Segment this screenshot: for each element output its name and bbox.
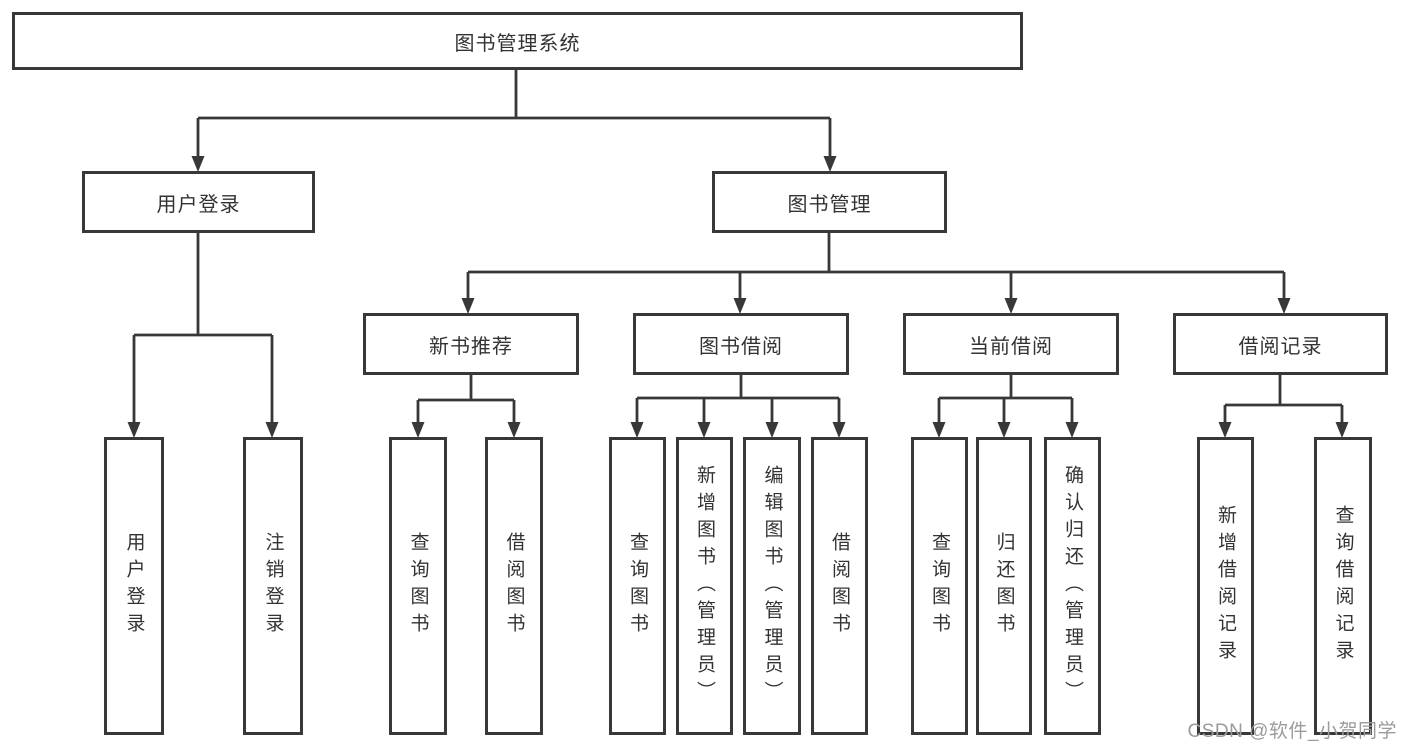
leaf-user-login: 用户登录 (104, 437, 164, 735)
node-label: 借阅记录 (1238, 335, 1323, 358)
arrowheads (127, 156, 1349, 438)
node-library-management-system: 图书管理系统 (12, 12, 1023, 70)
node-book-management: 图书管理 (712, 171, 947, 233)
node-label: 查询借阅记录 (1332, 505, 1354, 667)
node-label: 图书管理 (787, 193, 872, 216)
leaf-query-books-borrowing: 查询图书 (609, 437, 666, 735)
node-book-borrowing: 图书借阅 (633, 313, 849, 375)
node-label: 查询图书 (627, 532, 648, 640)
node-label: 借阅图书 (503, 532, 525, 640)
node-label: 归还图书 (993, 532, 1015, 640)
node-label: 图书借阅 (699, 335, 783, 358)
node-current-borrowing: 当前借阅 (903, 313, 1119, 375)
leaf-query-books-recommend: 查询图书 (389, 437, 447, 735)
node-new-book-recommend: 新书推荐 (363, 313, 579, 375)
node-label: 新书推荐 (429, 335, 513, 358)
node-label: 确认归还（管理员） (1062, 464, 1083, 708)
node-label: 新增图书（管理员） (694, 464, 715, 708)
node-borrowing-records: 借阅记录 (1173, 313, 1388, 375)
leaf-query-books-current: 查询图书 (911, 437, 968, 735)
node-label: 查询图书 (407, 532, 429, 640)
leaf-edit-books-admin: 编辑图书（管理员） (743, 437, 801, 735)
leaf-borrow-books-recommend: 借阅图书 (485, 437, 543, 735)
node-label: 借阅图书 (829, 532, 850, 640)
leaf-add-books-admin: 新增图书（管理员） (676, 437, 733, 735)
node-label: 当前借阅 (969, 335, 1053, 358)
node-user-login: 用户登录 (82, 171, 315, 233)
node-label: 图书管理系统 (454, 32, 581, 55)
node-label: 用户登录 (156, 193, 241, 216)
leaf-logout-login: 注销登录 (243, 437, 303, 735)
leaf-confirm-return-admin: 确认归还（管理员） (1044, 437, 1101, 735)
csdn-watermark: CSDN @软件_小贺同学 (1187, 721, 1397, 742)
node-label: 新增借阅记录 (1215, 505, 1236, 667)
leaf-borrow-books: 借阅图书 (811, 437, 868, 735)
node-label: 用户登录 (123, 532, 145, 640)
node-label: 查询图书 (929, 532, 950, 640)
leaf-query-borrow-record: 查询借阅记录 (1314, 437, 1372, 735)
node-label: 编辑图书（管理员） (761, 464, 783, 708)
leaf-add-borrow-record: 新增借阅记录 (1197, 437, 1254, 735)
node-label: 注销登录 (262, 532, 284, 640)
leaf-return-books: 归还图书 (976, 437, 1032, 735)
